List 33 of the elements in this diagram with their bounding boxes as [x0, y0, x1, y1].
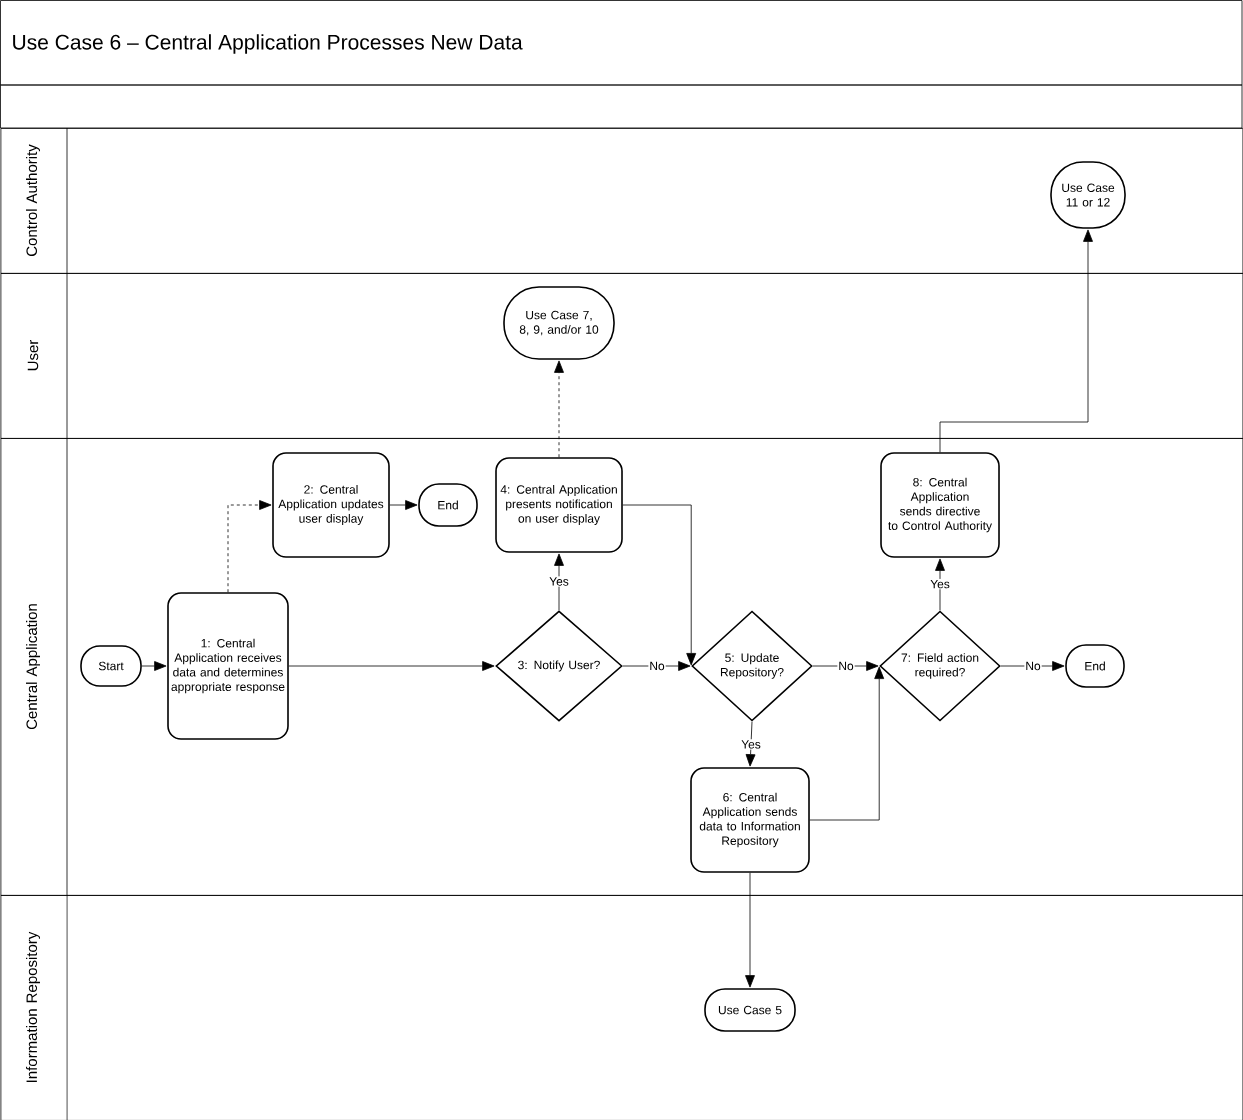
terminator: Use Case 11 or 12 [1050, 161, 1126, 229]
terminator: Use Case 7, 8, 9, and/or 10 [503, 286, 615, 360]
edge-label: Yes [740, 739, 762, 750]
edge-label: Yes [929, 578, 951, 590]
edge-label: No [648, 660, 666, 672]
process-box: 6: Central Application sends data to Information Repository [690, 767, 810, 873]
arrow [939, 229, 1093, 453]
arrow [554, 553, 564, 611]
arrow [622, 661, 691, 671]
edge-label: Yes [548, 576, 570, 587]
arrow [745, 872, 755, 988]
arrow [935, 558, 945, 611]
arrow [812, 661, 879, 671]
arrow [141, 661, 167, 671]
arrow [389, 500, 418, 510]
terminator: Start [80, 645, 142, 687]
process-box: 8: Central Application sends directive to Control Authority [880, 452, 1000, 558]
terminator: End [418, 483, 478, 527]
process-box: 1: Central Application receives data and determines appropriate response [167, 592, 289, 740]
arrow [288, 661, 495, 671]
edge-label: No [837, 660, 855, 672]
process-box: 2: Central Application updates user display [272, 452, 390, 558]
title-band: Use Case 6 – Central Application Processes New Data [0, 0, 1243, 86]
terminator: Use Case 5 [704, 988, 796, 1032]
process-box: 4: Central Application presents notification on user display [495, 457, 623, 553]
edge-label: No [1024, 660, 1042, 672]
arrow [622, 504, 697, 666]
arrow [745, 721, 756, 767]
terminator: End [1065, 644, 1125, 688]
arrow [1000, 661, 1065, 671]
arrow [227, 500, 272, 593]
arrow [809, 666, 885, 821]
arrow [554, 360, 564, 458]
